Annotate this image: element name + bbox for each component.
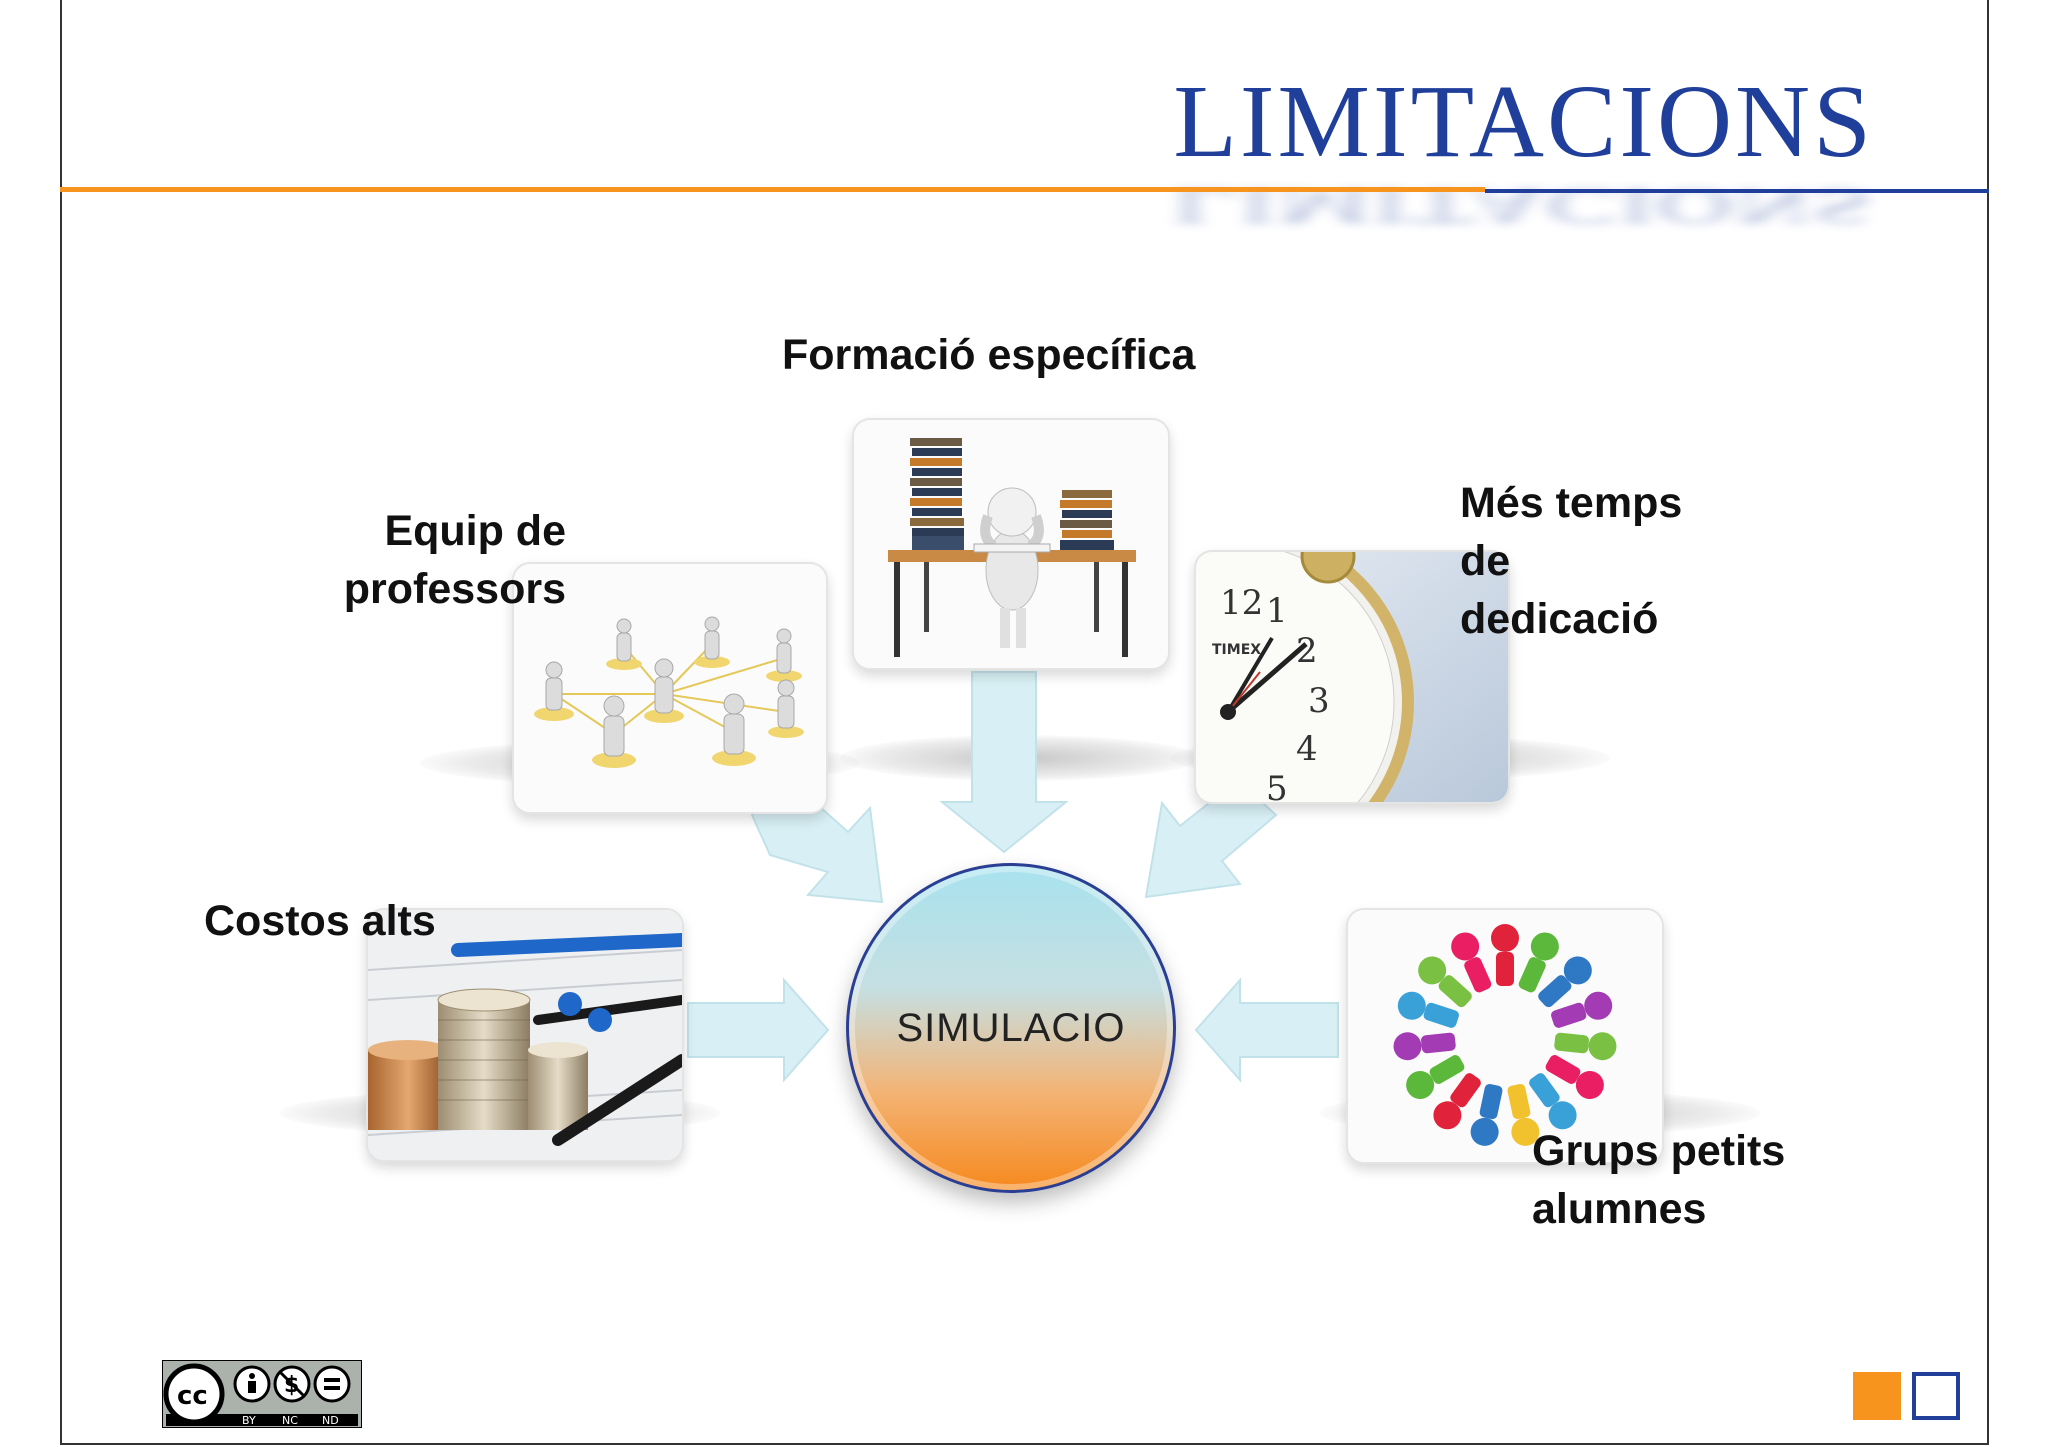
label-costos-alts: Costos alts <box>204 892 436 950</box>
cc-tag-nd: ND <box>322 1414 339 1427</box>
arrow-top-right <box>1144 778 1278 899</box>
temps-image-card: 12 1 2 3 4 5 TIMEX <box>1194 550 1510 804</box>
cc-symbol: cc <box>177 1381 208 1411</box>
network-of-people-icon <box>514 564 826 812</box>
header-rule-blue <box>1485 189 1989 193</box>
label-line: Grups petits <box>1532 1127 1786 1175</box>
arrow-left <box>687 977 830 1083</box>
clock-number-1: 1 <box>1266 591 1288 631</box>
slide-title: LIMITACIONS <box>1173 64 1874 179</box>
cc-tag-by: BY <box>242 1414 256 1427</box>
label-line: professors <box>343 565 566 613</box>
equip-image-card <box>512 562 828 814</box>
label-line: Equip de <box>384 507 566 555</box>
circle-of-people-icon <box>1348 910 1662 1162</box>
creative-commons-license-icon: cc $ BY NC ND <box>162 1360 362 1428</box>
clock-number-2: 2 <box>1296 631 1318 671</box>
footer-square-orange <box>1853 1372 1901 1420</box>
label-line: dedicació <box>1460 595 1659 643</box>
footer-square-blue <box>1912 1372 1960 1420</box>
formacio-image-card <box>852 418 1170 670</box>
clock-number-12: 12 <box>1220 583 1263 623</box>
grups-image-card <box>1346 908 1664 1164</box>
figure-at-desk-with-books-icon <box>854 420 1168 668</box>
label-formacio-especifica: Formació específica <box>782 326 1195 384</box>
label-line: Costos alts <box>204 897 436 945</box>
label-line: alumnes <box>1532 1185 1707 1233</box>
simulacio-hub: SIMULACIO <box>846 863 1176 1193</box>
coins-and-pens-icon <box>368 910 682 1160</box>
costos-image-card <box>366 908 684 1162</box>
slide-frame <box>60 0 1989 1445</box>
clock-number-4: 4 <box>1296 729 1318 769</box>
clock-brand: TIMEX <box>1212 642 1261 658</box>
arrow-top <box>939 671 1069 854</box>
label-mes-temps-de-dedicacio: Més temps de dedicació <box>1460 474 1682 648</box>
arrow-right <box>1194 977 1339 1083</box>
label-grups-petits-alumnes: Grups petits alumnes <box>1532 1122 1785 1238</box>
alarm-clock-icon: 12 1 2 3 4 5 TIMEX <box>1196 552 1508 802</box>
cc-tag-nc: NC <box>282 1414 298 1427</box>
clock-number-5: 5 <box>1266 769 1288 802</box>
label-equip-de-professors: Equip de professors <box>318 502 566 618</box>
label-line: Més temps <box>1460 479 1683 527</box>
person-ring <box>1393 924 1617 1146</box>
clock-number-3: 3 <box>1308 681 1330 721</box>
hub-label: SIMULACIO <box>896 1005 1126 1050</box>
header-rule-orange <box>60 187 1485 192</box>
label-line: Formació específica <box>782 331 1196 379</box>
label-line: de <box>1460 537 1511 585</box>
